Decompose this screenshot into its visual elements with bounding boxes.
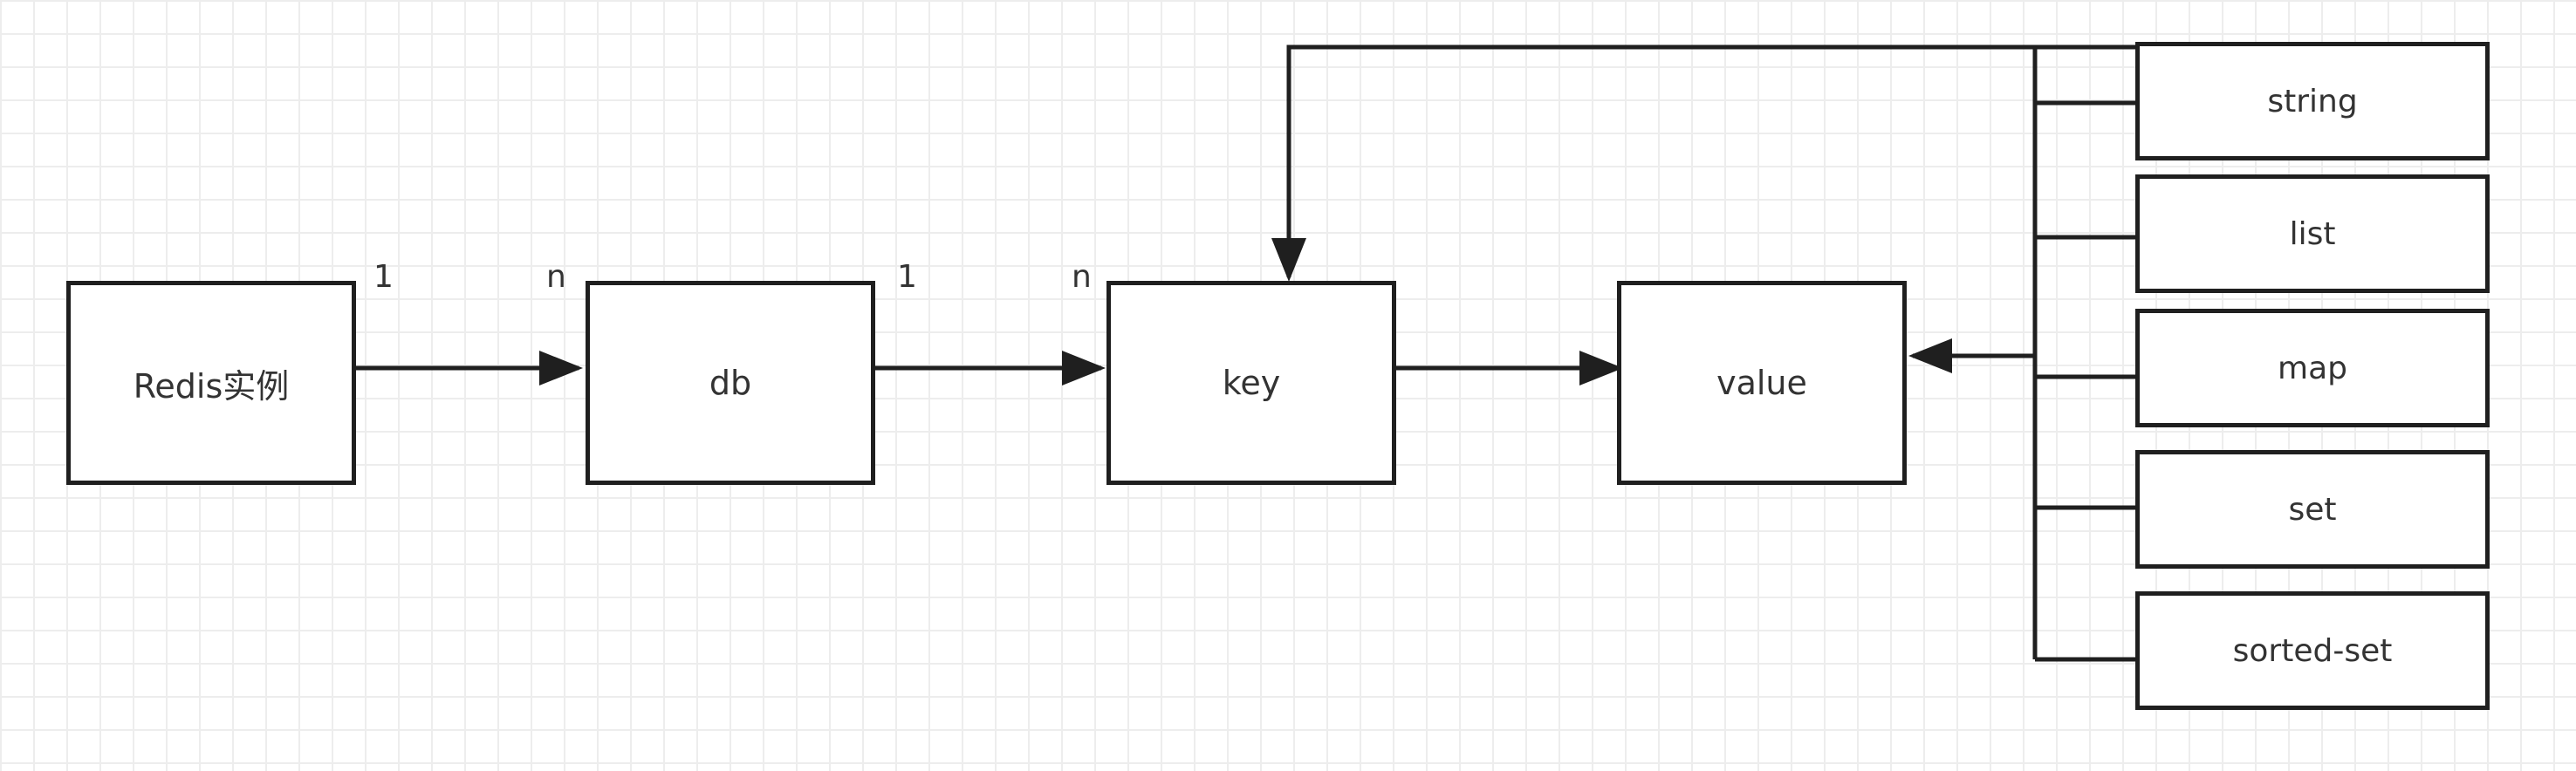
multiplicity-instance-one: 1 [373,259,394,295]
type-list-label: list [2289,215,2336,252]
multiplicity-db-one: 1 [897,259,917,295]
db-node: db [586,281,875,485]
value-node: value [1617,281,1907,485]
type-map-box: map [2135,309,2490,427]
redis-instance-label: Redis实例 [133,366,290,406]
redis-instance-node: Redis实例 [66,281,356,485]
type-sorted-set-label: sorted-set [2232,632,2393,669]
value-label: value [1716,364,1807,402]
type-set-label: set [2288,491,2337,528]
type-list-box: list [2135,174,2490,293]
arrow-types-to-key [1271,44,2135,282]
type-set-box: set [2135,450,2490,569]
key-label: key [1222,364,1281,402]
multiplicity-db-n: n [546,259,566,295]
type-string-label: string [2267,83,2358,119]
multiplicity-key-n: n [1072,259,1092,295]
key-node: key [1106,281,1396,485]
type-sorted-set-box: sorted-set [2135,591,2490,710]
type-string-box: string [2135,42,2490,160]
db-label: db [709,364,752,402]
type-map-label: map [2278,350,2347,386]
